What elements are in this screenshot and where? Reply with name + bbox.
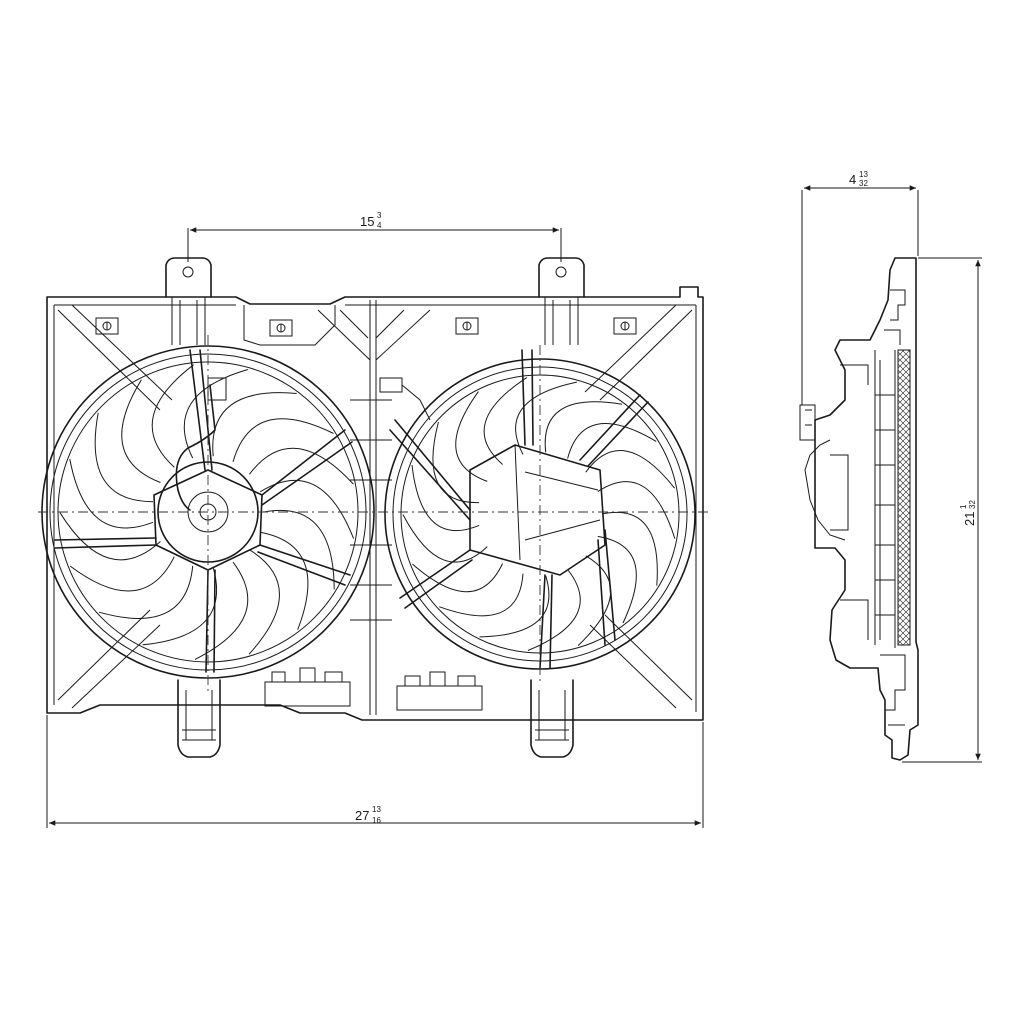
fan-blade	[411, 465, 480, 531]
fan-blade	[263, 510, 335, 590]
right-fan-motor	[469, 444, 606, 576]
fan-blade	[585, 450, 675, 489]
label-tab-4	[613, 317, 637, 335]
fan-blade	[151, 364, 195, 468]
center-brace	[317, 309, 431, 361]
dimension-depth: 4 13 32	[801, 170, 919, 405]
corner-brace-top-right	[584, 304, 693, 401]
connector-left	[264, 667, 351, 707]
dimension-mount-spacing: 15 3 4	[187, 211, 562, 262]
fan-blade	[577, 555, 612, 646]
left-fan-blades	[59, 364, 355, 660]
mount-bracket-top-right	[538, 257, 585, 345]
fan-blade	[94, 412, 154, 503]
fan-blade	[455, 391, 488, 482]
fan-blade	[69, 459, 154, 529]
dim-depth-num: 13	[859, 170, 868, 179]
mount-lug-bottom-left	[177, 679, 221, 758]
dim-overall-width-den: 16	[372, 816, 381, 825]
center-divider	[369, 300, 377, 715]
mount-lug-bottom-right	[530, 679, 574, 758]
corner-brace-bottom-left	[57, 609, 161, 709]
label-tab-2	[269, 319, 293, 337]
fan-blade	[527, 569, 581, 651]
label-tab-3	[455, 317, 479, 335]
fan-blade	[402, 514, 488, 563]
fan-blade	[69, 556, 175, 592]
fan-blade	[483, 377, 528, 465]
dim-overall-width-num: 13	[372, 805, 381, 814]
fan-blade	[249, 447, 354, 485]
fan-blade	[259, 479, 355, 539]
fan-blade	[260, 531, 309, 630]
dim-height-den: 32	[968, 500, 977, 509]
fan-blade	[232, 418, 334, 463]
side-view	[799, 257, 919, 761]
fan-blade	[248, 549, 280, 655]
connector-right	[396, 671, 483, 711]
right-fan	[379, 349, 696, 670]
left-fan-spokes	[54, 349, 353, 673]
fan-blade	[597, 481, 676, 539]
fan-blade	[142, 567, 218, 646]
fan-blade	[59, 512, 161, 561]
side-shell-outline	[814, 257, 919, 761]
dim-depth-den: 32	[859, 179, 868, 188]
right-fan-spokes	[389, 349, 649, 669]
dimension-height: 21 1 32	[902, 257, 982, 763]
fan-blade	[183, 369, 249, 459]
fan-blade	[601, 511, 658, 586]
fan-blade	[412, 563, 504, 593]
mount-bracket-top-left	[165, 257, 212, 345]
side-motor-profile	[804, 439, 849, 541]
fan-blade	[432, 421, 480, 504]
dim-height-num: 1	[959, 504, 968, 509]
dim-mount-spacing-num: 3	[377, 211, 382, 220]
corner-brace-bottom-right	[589, 614, 693, 709]
fan-blade	[98, 565, 194, 619]
corner-brace-top-left	[57, 304, 173, 411]
right-fan-blades	[402, 377, 676, 651]
dimension-overall-width: 27 13 16	[46, 715, 704, 828]
fan-blade	[597, 535, 637, 624]
fan-blade	[194, 561, 249, 660]
left-fan-wire	[175, 384, 216, 511]
fan-blade	[567, 423, 657, 459]
dim-mount-spacing-den: 4	[377, 221, 382, 230]
dim-depth-whole: 4	[849, 172, 856, 187]
top-notch	[243, 305, 336, 346]
front-view	[38, 257, 712, 758]
label-tab-1	[95, 317, 119, 335]
center-vents	[350, 399, 392, 621]
fan-blade	[515, 381, 578, 455]
side-core-strip	[897, 349, 911, 646]
shroud-outline	[46, 286, 704, 721]
fan-blade	[544, 401, 623, 453]
side-ribs	[875, 394, 895, 616]
dim-height-whole: 21	[962, 512, 977, 526]
fan-blade	[121, 379, 161, 483]
dim-mount-spacing-whole: 15	[360, 214, 374, 229]
fan-blade	[212, 392, 297, 457]
dim-overall-width-whole: 27	[355, 808, 369, 823]
fan-blade	[439, 573, 524, 617]
fan-blade	[479, 575, 550, 638]
